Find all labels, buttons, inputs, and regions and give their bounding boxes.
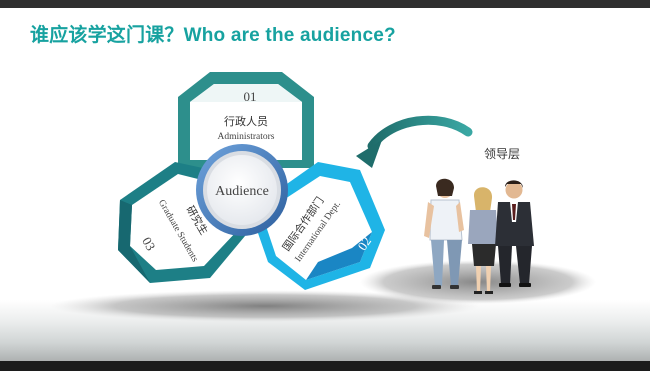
curved-arrow-icon <box>356 115 473 168</box>
person-woman-middle <box>468 187 498 294</box>
segment-01-number: 01 <box>244 89 257 104</box>
slide-title: 谁应该学这门课？Who are the audience? <box>30 25 396 46</box>
segment-03-number: 03 <box>139 234 158 253</box>
person-woman-left <box>424 178 464 289</box>
segment-01-cn-label: 行政人员 <box>224 114 268 128</box>
diagram-shadow <box>50 290 480 322</box>
leadership-label: 领导层 <box>484 147 520 161</box>
center-label: Audience <box>215 184 269 199</box>
person-man-right <box>495 180 534 287</box>
top-bar <box>0 0 650 8</box>
segment-01 <box>178 72 314 168</box>
business-people-illustration <box>424 178 534 294</box>
segment-01-en-label: Administrators <box>218 132 275 142</box>
audience-center: Audience <box>196 144 288 236</box>
bottom-bar <box>0 361 650 371</box>
